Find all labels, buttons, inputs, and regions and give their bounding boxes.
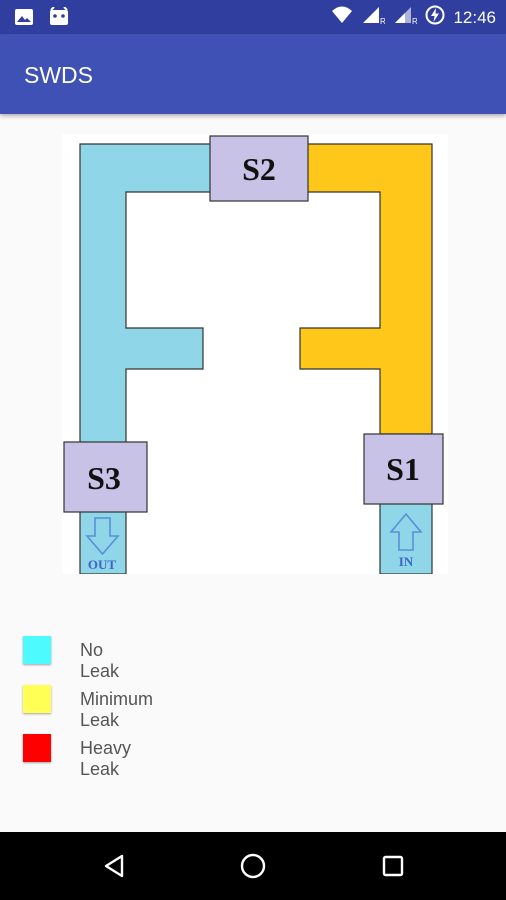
legend-label: No Leak (80, 640, 120, 681)
sensor-s1-label: S1 (386, 451, 420, 487)
image-icon (14, 7, 34, 32)
home-icon (240, 853, 266, 879)
pipe-right-minimum-leak (299, 143, 433, 435)
no-leak-swatch (23, 636, 51, 664)
pipeline-svg: S2 S3 S1 OUT IN (63, 135, 444, 575)
heavy-leak-swatch (23, 734, 51, 762)
svg-text:R: R (380, 17, 385, 25)
battery-charging-icon (425, 5, 445, 30)
arrow-down-icon (85, 517, 120, 556)
signal-r-icon: R (393, 5, 418, 30)
status-bar: R R 12:46 (0, 0, 506, 34)
inlet-label: IN (399, 554, 414, 569)
clock-text: 12:46 (453, 7, 496, 27)
sensor-s3-label: S3 (87, 460, 121, 496)
legend-label: Heavy Leak (80, 738, 132, 779)
app-title: SWDS (24, 62, 93, 88)
sensor-s3[interactable]: S3 (63, 441, 148, 513)
outlet-label: OUT (88, 557, 117, 572)
android-icon (48, 6, 70, 32)
back-icon (104, 854, 124, 878)
signal-r-icon: R (361, 5, 386, 30)
app-bar: SWDS (0, 34, 506, 114)
svg-text:R: R (412, 17, 417, 25)
back-button[interactable] (94, 846, 134, 886)
pipeline-diagram: S2 S3 S1 OUT IN (62, 134, 448, 575)
minimum-leak-swatch (23, 685, 51, 713)
home-button[interactable] (233, 846, 273, 886)
recents-button[interactable] (373, 846, 413, 886)
sensor-s2-label: S2 (242, 151, 276, 187)
sensor-s1[interactable]: S1 (363, 433, 444, 505)
sensor-s2[interactable]: S2 (209, 135, 309, 202)
arrow-up-icon (389, 512, 423, 551)
wifi-icon (331, 5, 353, 30)
recents-icon (382, 855, 404, 877)
legend-label: Minimum Leak (80, 689, 154, 730)
nav-bar (0, 832, 506, 900)
pipe-left-no-leak (79, 143, 213, 445)
